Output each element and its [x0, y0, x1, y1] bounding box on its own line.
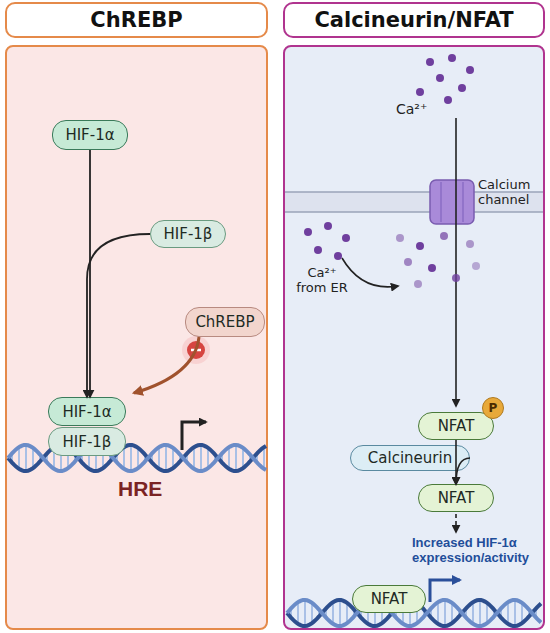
calcium-ion — [334, 252, 342, 260]
calcium-ion — [440, 232, 448, 240]
calcium-ion — [426, 58, 434, 66]
dna-rung — [297, 602, 299, 624]
dna-rung — [479, 600, 481, 626]
node-label: HIF-1β — [164, 225, 213, 243]
protein-pill: NFAT — [418, 412, 494, 440]
node-label: P — [489, 401, 498, 415]
minus-sign — [191, 349, 201, 352]
protein-pill: Calcineurin — [350, 445, 470, 471]
dna-rung — [332, 602, 334, 624]
inhibition-symbol — [182, 336, 210, 364]
calcium-ion — [472, 262, 480, 270]
panel-title: Calcineurin/NFAT — [314, 8, 513, 32]
calcium-ion — [452, 274, 460, 282]
dna-rung — [123, 447, 125, 469]
dna-rung — [130, 445, 132, 471]
node-label: NFAT — [438, 417, 475, 435]
dna-rung — [339, 600, 341, 626]
protein-pill: NFAT — [418, 484, 494, 512]
phosphate-circle: P — [482, 397, 504, 419]
panel: ChREBPHIF-1αHIF-1βChREBPHIF-1αHIF-1β — [5, 2, 268, 630]
node-label: NFAT — [438, 489, 475, 507]
dna-rung — [444, 600, 446, 626]
dna-rung — [514, 600, 516, 626]
protein-pill: HIF-1β — [48, 427, 126, 456]
calcium-ion — [416, 242, 424, 250]
node-label: ChREBP — [195, 313, 254, 331]
binding-element-label: HRE — [118, 477, 188, 501]
inhibition-circle — [187, 341, 205, 359]
calcium-ion — [314, 246, 322, 254]
dna-rung — [165, 445, 167, 471]
outcome-label: Increased HIF-1α expression/activity — [412, 536, 542, 566]
calcium-ion — [404, 258, 412, 266]
calcium-ion — [324, 222, 332, 230]
dna-rung — [507, 602, 509, 624]
dna-rung — [235, 445, 237, 471]
dna-rung — [200, 445, 202, 471]
calcium-ion — [436, 74, 444, 82]
calcium-ion — [416, 88, 424, 96]
node-label: HIF-1β — [63, 433, 112, 451]
dna-rung — [158, 447, 160, 469]
dna-rung — [437, 602, 439, 624]
protein-pill: NFAT — [352, 585, 426, 613]
panel-title: ChREBP — [90, 8, 182, 32]
membrane-line — [285, 211, 543, 213]
dna-rung — [18, 447, 20, 469]
channel-label: Calcium channel — [478, 178, 540, 208]
node-label: NFAT — [371, 590, 408, 608]
node-label: HIF-1α — [65, 126, 114, 144]
dna-rung — [263, 447, 265, 469]
calcium-ion — [342, 234, 350, 242]
calcium-ion — [466, 66, 474, 74]
channel-subunit — [462, 182, 464, 222]
dashed-arrow — [455, 514, 457, 532]
panel-body — [5, 45, 268, 630]
protein-pill: HIF-1α — [52, 120, 128, 150]
ion-source-label: Ca²⁺ from ER — [292, 266, 352, 296]
calcium-ion — [304, 228, 312, 236]
dna-rung — [304, 600, 306, 626]
panel-header: ChREBP — [5, 2, 268, 38]
inhibition-glow — [182, 336, 210, 364]
protein-pill: HIF-1β — [150, 220, 226, 248]
calcium-ion — [428, 264, 436, 272]
calcium-ion — [444, 96, 452, 104]
calcium-ion — [414, 280, 422, 288]
calcium-ion — [466, 240, 474, 248]
node-label: Calcineurin — [368, 449, 452, 467]
channel-body — [430, 180, 474, 224]
calcium-ion — [458, 84, 466, 92]
channel-subunit — [440, 182, 442, 222]
protein-pill: ChREBP — [185, 307, 265, 337]
node-label: HIF-1α — [62, 403, 111, 421]
protein-pill: HIF-1α — [48, 397, 126, 426]
calcium-ion — [448, 54, 456, 62]
calcium-ion — [396, 234, 404, 242]
dna-rung — [228, 447, 230, 469]
dna-rung — [472, 602, 474, 624]
ion-label: Ca²⁺ — [396, 101, 436, 117]
dna-rung — [193, 447, 195, 469]
calcium-flow-line — [455, 118, 457, 406]
calcium-channel-symbol — [430, 180, 474, 224]
panel-header: Calcineurin/NFAT — [283, 2, 545, 38]
dna-rung — [25, 445, 27, 471]
